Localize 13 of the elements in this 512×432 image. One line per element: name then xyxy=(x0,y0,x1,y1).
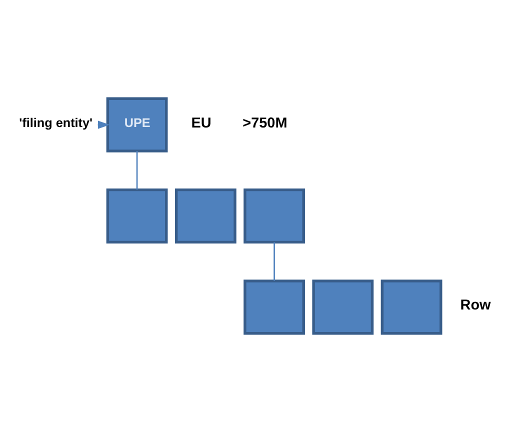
node-box xyxy=(312,280,374,335)
connector xyxy=(274,242,275,281)
node-box xyxy=(380,280,442,335)
node-box xyxy=(106,188,168,244)
connector xyxy=(136,151,138,190)
node-box xyxy=(174,188,236,244)
label: >750M xyxy=(242,115,288,132)
node-box xyxy=(244,280,305,335)
label: Row xyxy=(460,298,491,314)
node-box: UPE xyxy=(106,97,168,152)
node-text: 'filing entity' xyxy=(19,116,93,130)
node-box xyxy=(244,188,305,244)
label: EU xyxy=(191,115,212,132)
